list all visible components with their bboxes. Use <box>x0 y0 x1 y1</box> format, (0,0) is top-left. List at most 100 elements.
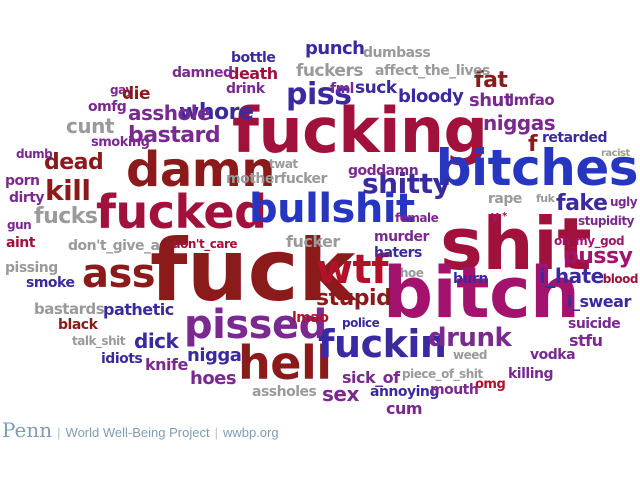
word-f: f <box>528 132 538 157</box>
word-lmfao: lmfao <box>509 91 555 109</box>
word-shit: shit <box>440 202 592 286</box>
word-shitty: shitty <box>362 167 451 200</box>
word-niggas: niggas <box>483 111 556 135</box>
word-smoke: smoke <box>26 275 75 291</box>
word-talk-shit: talk_shit <box>72 334 125 348</box>
word-ugly: ugly <box>610 195 638 209</box>
word-wtf: wtf <box>316 247 388 293</box>
word-nigga: nigga <box>187 345 242 366</box>
word-rape: rape <box>488 191 522 207</box>
word-black: black <box>58 317 98 333</box>
word-blood: blood <box>602 272 639 286</box>
footer: Penn | World Well-Being Project | wwbp.o… <box>2 418 279 444</box>
word-killing: killing <box>508 366 554 382</box>
word-fuk: fuk <box>536 192 555 205</box>
word-symbol: * <box>502 211 507 222</box>
word-death: death <box>228 64 278 83</box>
word-pissed: pissed <box>184 302 327 348</box>
word-murder: murder <box>374 229 429 245</box>
word-fat: fat <box>474 68 508 93</box>
word-goddamn: goddamn <box>348 163 419 179</box>
word-haters: haters <box>374 245 422 261</box>
word-stupidity: stupidity <box>578 214 634 228</box>
word-hoes: hoes <box>190 368 237 389</box>
word-bastards: bastards <box>34 300 105 318</box>
footer-url: wwbp.org <box>222 425 279 440</box>
word-pissing: pissing <box>5 260 58 276</box>
word-asshole: asshole <box>128 101 211 125</box>
word-fucker: fucker <box>286 232 340 251</box>
word-police: police <box>342 316 380 330</box>
word-i-swear: i_swear <box>567 292 631 311</box>
footer-project-name: World Well-Being Project <box>65 425 210 440</box>
word-fucked: fucked <box>96 185 267 239</box>
word-suck: suck <box>355 78 397 98</box>
word-fml: fml <box>330 81 354 97</box>
word-affect-the-lives: affect_the_lives <box>375 63 490 79</box>
footer-separator: | <box>57 425 61 440</box>
word-bloody: bloody <box>398 86 464 107</box>
word-pussy: pussy <box>563 244 633 269</box>
word-stupid: stupid <box>316 286 392 311</box>
word-fuckers: fuckers <box>296 61 363 81</box>
word-shut: shut <box>469 90 512 111</box>
word-dick: dick <box>134 329 179 353</box>
word-knife: knife <box>145 355 188 374</box>
word-kill: kill <box>45 174 91 207</box>
word-die: die <box>122 84 151 104</box>
word-retarded: retarded <box>542 130 607 146</box>
word-bullshit: bullshit <box>249 186 415 232</box>
word-don-t-give-a: don't_give_a <box>68 238 160 254</box>
word-hell: hell <box>238 336 332 390</box>
word-cum: cum <box>386 399 423 418</box>
word-omg: omg <box>475 377 506 392</box>
word-stfu: stfu <box>569 331 603 350</box>
word-racist: racist <box>601 148 630 159</box>
word-fake: fake <box>556 191 608 216</box>
word-mouth: mouth <box>430 382 479 398</box>
word-idiots: idiots <box>101 351 143 367</box>
word-dead: dead <box>44 150 104 175</box>
word-fuck: fuck <box>150 221 355 321</box>
word-lmao: lmao <box>292 310 329 326</box>
word-fucking: fucking <box>232 94 488 167</box>
word-damned: damned <box>172 65 233 81</box>
word-vodka: vodka <box>530 347 576 363</box>
word-drink: drink <box>226 81 265 97</box>
word-i-hate: i_hate <box>539 264 604 288</box>
word-pathetic: pathetic <box>103 300 174 319</box>
word-damn: damn <box>126 142 275 198</box>
word-dirty: dirty <box>9 190 45 206</box>
word-bottle: bottle <box>231 50 276 66</box>
word-don-t-care: don't_care <box>172 237 238 251</box>
word-motherfucker: motherfucker <box>226 171 327 187</box>
word-burn: burn <box>453 271 488 287</box>
word-cunt: cunt <box>66 114 114 138</box>
word-sex: sex <box>322 382 359 406</box>
word-hoe: hoe <box>400 266 424 280</box>
word-annoying: annoying <box>370 384 439 400</box>
penn-logo: Penn <box>2 418 53 442</box>
word-weed: weed <box>453 348 487 362</box>
word-bitch: bitch <box>383 252 580 334</box>
word-suicide: suicide <box>568 316 621 332</box>
word-female: female <box>395 211 439 225</box>
footer-separator: | <box>214 425 218 440</box>
word-fucks: fucks <box>34 204 98 229</box>
word-assholes: assholes <box>252 384 317 400</box>
word-drunk: drunk <box>428 323 512 353</box>
word-porn: porn <box>5 173 40 189</box>
word-fuckin: fuckin <box>318 322 447 366</box>
word-gay: gay <box>110 83 133 97</box>
word-bitches: bitches <box>435 139 639 197</box>
word-bastard: bastard <box>128 123 221 148</box>
word-punch: punch <box>305 38 365 59</box>
word-whore: whore <box>179 100 254 125</box>
word-y: y <box>491 209 499 223</box>
word-omfg: omfg <box>88 99 127 115</box>
word-aint: aint <box>6 235 35 251</box>
word-oh-my-god: oh_my_god <box>554 234 625 248</box>
word-dumb: dumb <box>16 147 53 161</box>
word-sick-of: sick_of <box>342 368 400 387</box>
